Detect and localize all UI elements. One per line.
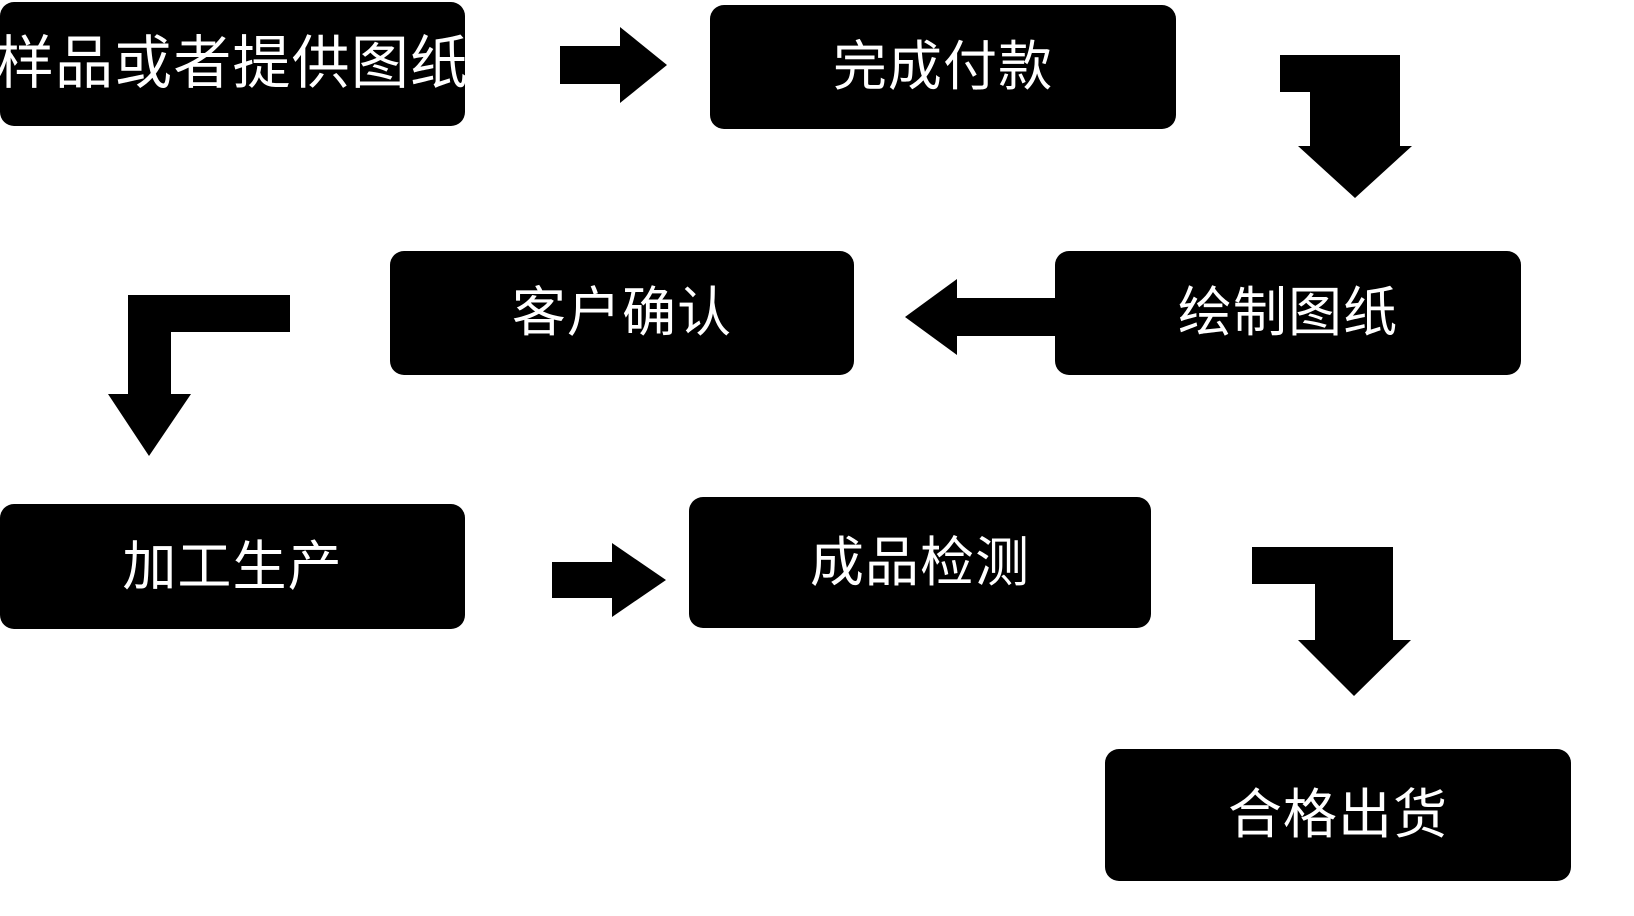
node-confirm[interactable]: 客户确认 — [390, 251, 854, 375]
node-drawing[interactable]: 绘制图纸 — [1055, 251, 1521, 375]
node-label-produce: 加工生产 — [122, 536, 343, 597]
node-produce[interactable]: 加工生产 — [0, 504, 465, 629]
node-inspect[interactable]: 成品检测 — [689, 497, 1151, 628]
node-ship[interactable]: 合格出货 — [1105, 749, 1571, 881]
arrow-inspect-to-ship — [1243, 540, 1419, 698]
node-label-confirm: 客户确认 — [511, 283, 733, 343]
node-label-payment: 完成付款 — [832, 37, 1054, 97]
node-sample[interactable]: 样品或者提供图纸 — [0, 2, 468, 126]
arrow-produce-to-inspect — [534, 540, 670, 620]
node-payment[interactable]: 完成付款 — [710, 5, 1176, 129]
arrow-drawing-to-confirm — [895, 276, 1057, 358]
arrow-payment-to-drawing — [1272, 48, 1412, 200]
node-label-drawing: 绘制图纸 — [1177, 283, 1399, 343]
node-label-ship: 合格出货 — [1227, 785, 1449, 845]
node-label-inspect: 成品检测 — [809, 532, 1031, 593]
node-label-sample: 样品或者提供图纸 — [0, 31, 470, 96]
arrow-sample-to-payment — [540, 24, 670, 106]
arrow-confirm-to-produce — [108, 290, 298, 458]
